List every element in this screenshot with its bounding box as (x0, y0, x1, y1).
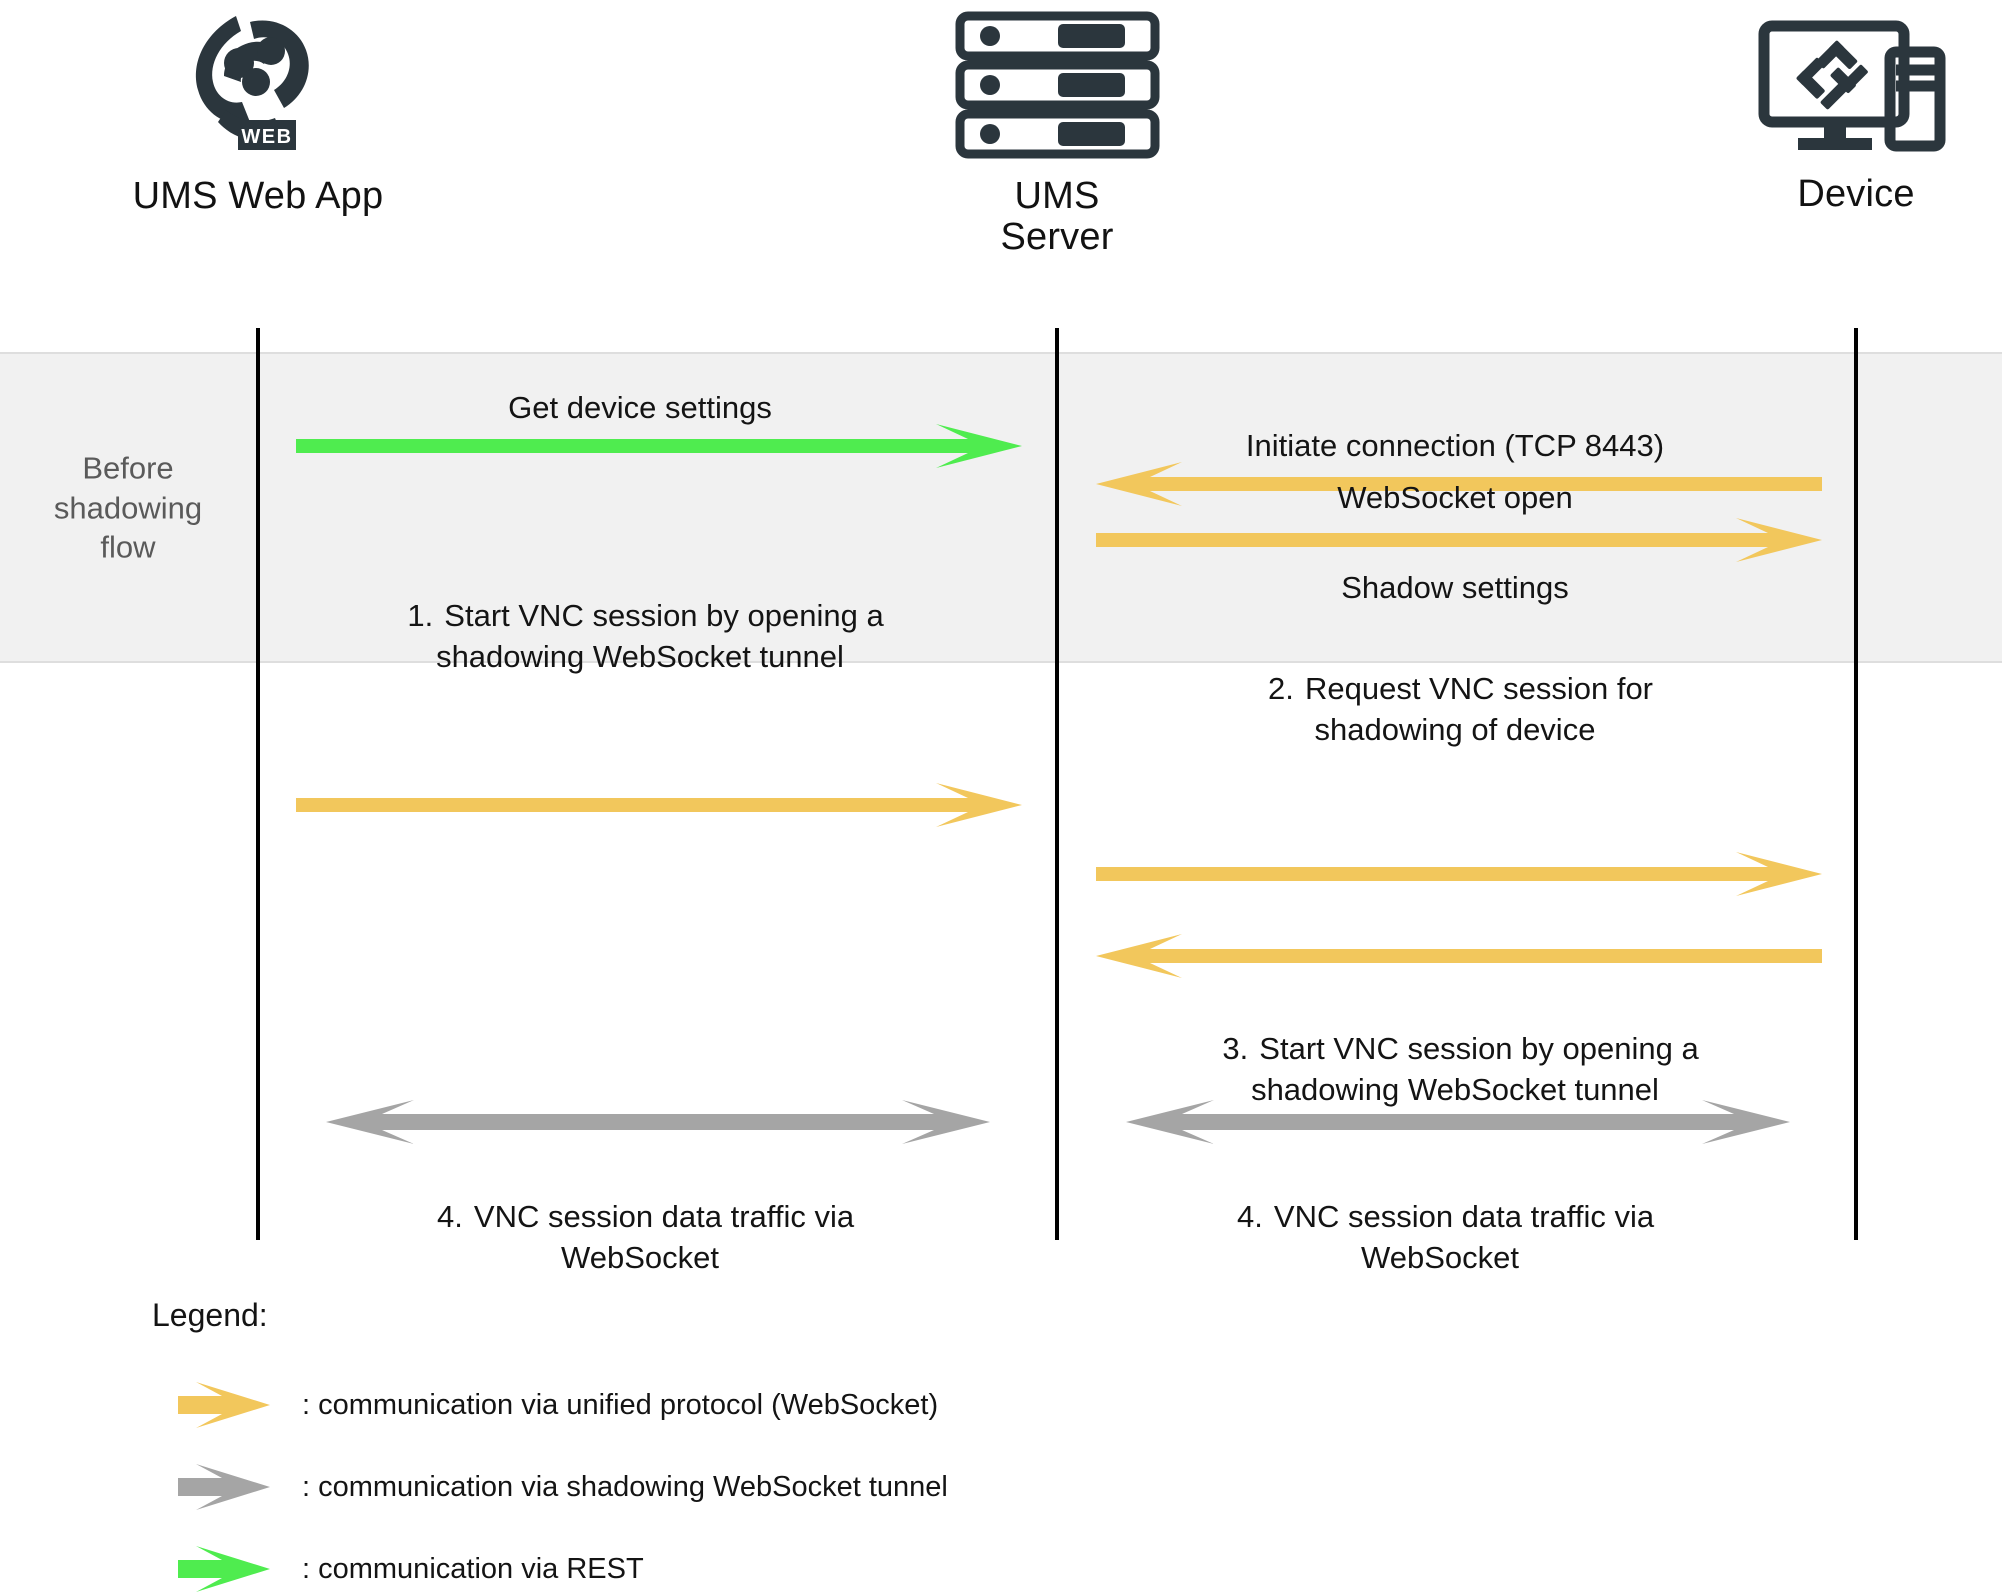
legend-arrow-shadow-tunnel-icon (178, 1464, 270, 1510)
message-number: 4. (1236, 1198, 1263, 1234)
message-label-vnc-data-traffic-device: 4. VNC session data traffic via WebSocket (1160, 1156, 1720, 1279)
legend-title: Legend: (152, 1297, 268, 1333)
message-number: 2. (1268, 670, 1294, 706)
message-text: Start VNC session by opening a shadowing… (1251, 1030, 1699, 1107)
legend-arrow-rest-icon (178, 1546, 270, 1592)
lifeline-ums-web-app (256, 328, 260, 1240)
message-number: 1. (407, 597, 434, 633)
server-rack-icon (847, 10, 1267, 160)
message-number: 4. (436, 1198, 463, 1234)
phase-band-label: Before shadowing flow (53, 450, 203, 565)
message-label-vnc-data-traffic-web-app: 4. VNC session data traffic via WebSocket (360, 1156, 920, 1279)
message-arrow-start-vnc-session-device (1096, 934, 1822, 978)
message-label-shadow-settings: Shadow settings (1341, 570, 1569, 605)
message-arrow-request-vnc-session (1096, 852, 1822, 896)
message-text: Request VNC session for shadowing of dev… (1304, 670, 1654, 747)
lifeline-ums-server (1055, 328, 1059, 1240)
message-arrow-initiate-connection (1096, 462, 1822, 506)
participant-label: Device (1797, 173, 1915, 215)
legend-item-shadow-tunnel: : communication via shadowing WebSocket … (178, 1464, 948, 1510)
message-label-start-vnc-session-device: 3.Start VNC session by opening a shadowi… (1155, 988, 1755, 1111)
message-arrow-get-device-settings (296, 424, 1022, 468)
message-label-websocket-open: WebSocket open (1337, 480, 1573, 515)
message-arrow-websocket-open (1096, 518, 1822, 562)
lifeline-device (1854, 328, 1858, 1240)
legend-arrow-websocket-icon (178, 1382, 270, 1428)
message-text: VNC session data traffic via WebSocket (1273, 1198, 1655, 1275)
message-number: 3. (1222, 1030, 1249, 1066)
ums-web-logo-icon: WEB (48, 10, 468, 160)
participant-ums-web-app: WEB UMS Web App (48, 10, 468, 217)
legend-item-websocket: : communication via unified protocol (We… (178, 1382, 938, 1428)
legend-item-rest: : communication via REST (178, 1546, 644, 1592)
legend-text: : communication via REST (302, 1552, 644, 1585)
message-label-initiate-connection: Initiate connection (TCP 8443) (1245, 428, 1665, 463)
svg-text:WEB: WEB (241, 126, 292, 148)
participant-label: UMS Server (1000, 175, 1114, 258)
legend-text: : communication via unified protocol (We… (302, 1388, 939, 1421)
participant-label: UMS Web App (132, 175, 384, 217)
desktop-device-icon (1646, 18, 2002, 158)
message-label-request-vnc-session: 2. Request VNC session for shadowing of d… (1175, 628, 1735, 751)
participant-ums-server: UMS Server (847, 10, 1267, 257)
legend-text: : communication via shadowing WebSocket … (302, 1470, 948, 1503)
message-arrow-vnc-data-traffic-web-app (290, 1098, 1026, 1146)
participant-device: Device (1646, 18, 2002, 215)
message-text: Start VNC session by opening a shadowing… (436, 597, 884, 674)
message-arrow-start-vnc-session-web-app (296, 783, 1022, 827)
message-text: VNC session data traffic via WebSocket (473, 1198, 855, 1275)
before-shadowing-flow-band (0, 352, 2002, 663)
message-arrow-vnc-data-traffic-device (1090, 1098, 1826, 1146)
message-label-get-device-settings: Get device settings (508, 390, 772, 425)
message-label-start-vnc-session-web-app: 1.Start VNC session by opening a shadowi… (360, 555, 920, 678)
